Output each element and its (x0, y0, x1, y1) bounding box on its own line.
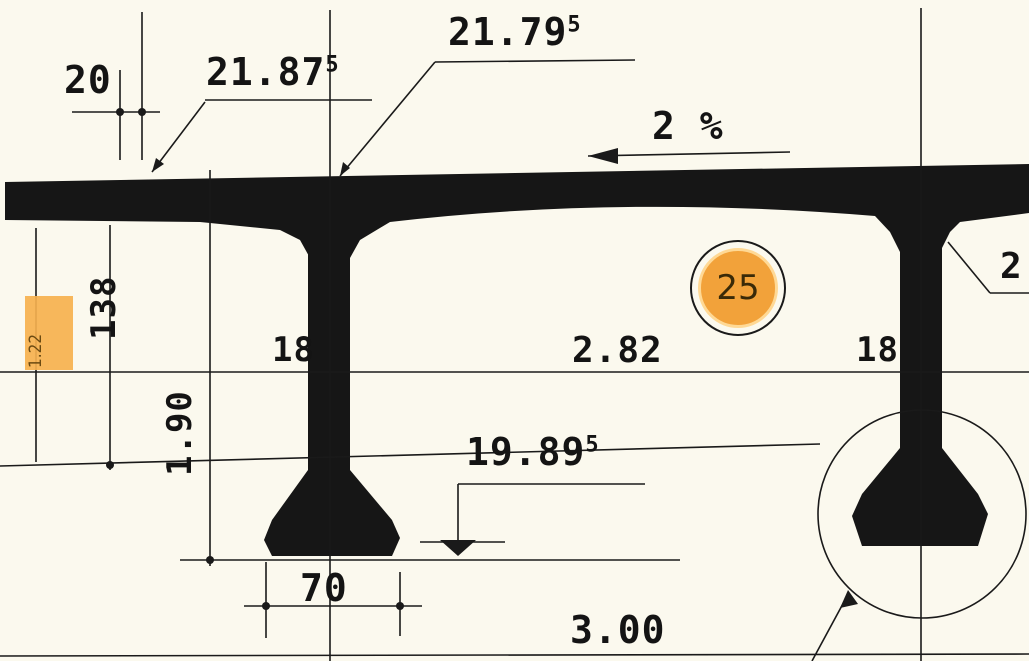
numbered-badge: 25 (698, 248, 778, 328)
edge-label: 2 (1000, 246, 1023, 287)
height-label-190: 1.90 (160, 390, 200, 476)
height-label-138: 138 (84, 275, 124, 340)
rib-width-label-right: 18 (856, 330, 899, 370)
girder-spacing-inner-label: 2.82 (572, 330, 663, 371)
badge-ring (690, 240, 786, 336)
girder-spacing-label: 3.00 (570, 608, 666, 652)
elevation-label-bottom: 19.895 (466, 430, 600, 474)
elevation-label-right: 21.795 (448, 10, 582, 54)
bottom-flange-label: 70 (300, 566, 348, 610)
rib-width-label-left: 18 (272, 330, 315, 370)
girder-left (264, 250, 400, 556)
highlight-value: 1.22 (26, 333, 46, 368)
dimension-lines (0, 8, 1029, 661)
highlight-box (25, 296, 73, 370)
elevation-label-left: 21.875 (206, 50, 340, 94)
deck-slab (5, 164, 1029, 258)
badge-number: 25 (716, 268, 760, 308)
arrowheads (106, 108, 858, 610)
girder-right (852, 240, 988, 546)
slope-label: 2 % (652, 104, 724, 148)
dim-label-20: 20 (64, 58, 112, 102)
